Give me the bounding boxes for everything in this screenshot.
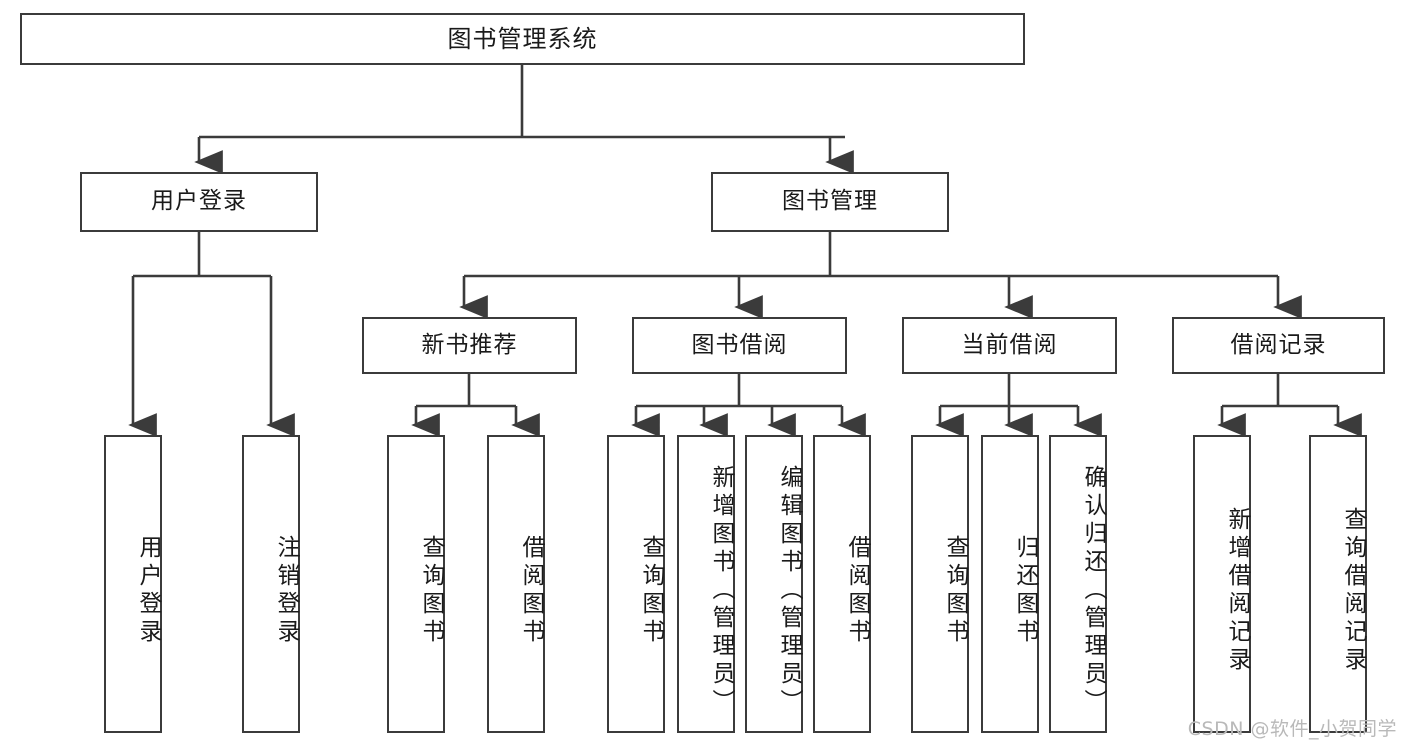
leaf-label: 借阅图书 bbox=[518, 535, 544, 647]
leaf-label: 查询图书 bbox=[638, 535, 664, 647]
leaf-current-query-book[interactable]: 查询图书 bbox=[911, 435, 969, 733]
leaf-user-login-logout[interactable]: 注销登录 bbox=[242, 435, 300, 733]
leaf-label: 查询图书 bbox=[418, 535, 444, 647]
leaf-label: 新增借阅记录 bbox=[1224, 507, 1250, 675]
node-root-system[interactable]: 图书管理系统 bbox=[20, 13, 1025, 65]
leaf-borrow-edit-book-admin[interactable]: 编辑图书（管理员） bbox=[745, 435, 803, 733]
node-borrow-record[interactable]: 借阅记录 bbox=[1172, 317, 1385, 374]
node-book-management[interactable]: 图书管理 bbox=[711, 172, 949, 232]
leaf-label: 新增图书（管理员） bbox=[708, 465, 734, 717]
leaf-borrow-borrow-book[interactable]: 借阅图书 bbox=[813, 435, 871, 733]
leaf-borrow-add-book-admin[interactable]: 新增图书（管理员） bbox=[677, 435, 735, 733]
leaf-label: 查询借阅记录 bbox=[1340, 507, 1366, 675]
node-user-login[interactable]: 用户登录 bbox=[80, 172, 318, 232]
leaf-label: 编辑图书（管理员） bbox=[776, 465, 802, 717]
leaf-recommend-borrow-book[interactable]: 借阅图书 bbox=[487, 435, 545, 733]
node-new-book-recommend[interactable]: 新书推荐 bbox=[362, 317, 577, 374]
leaf-record-query-record[interactable]: 查询借阅记录 bbox=[1309, 435, 1367, 733]
leaf-recommend-query-book[interactable]: 查询图书 bbox=[387, 435, 445, 733]
leaf-record-add-record[interactable]: 新增借阅记录 bbox=[1193, 435, 1251, 733]
leaf-borrow-query-book[interactable]: 查询图书 bbox=[607, 435, 665, 733]
watermark-text: CSDN @软件_小贺同学 bbox=[1187, 718, 1397, 740]
leaf-label: 查询图书 bbox=[942, 535, 968, 647]
leaf-current-confirm-return-admin[interactable]: 确认归还（管理员） bbox=[1049, 435, 1107, 733]
leaf-label: 借阅图书 bbox=[844, 535, 870, 647]
leaf-user-login-login[interactable]: 用户登录 bbox=[104, 435, 162, 733]
node-book-borrow[interactable]: 图书借阅 bbox=[632, 317, 847, 374]
node-current-borrow[interactable]: 当前借阅 bbox=[902, 317, 1117, 374]
leaf-label: 注销登录 bbox=[273, 535, 299, 647]
leaf-label: 用户登录 bbox=[135, 535, 161, 647]
leaf-current-return-book[interactable]: 归还图书 bbox=[981, 435, 1039, 733]
leaf-label: 确认归还（管理员） bbox=[1080, 465, 1106, 717]
leaf-label: 归还图书 bbox=[1012, 535, 1038, 647]
